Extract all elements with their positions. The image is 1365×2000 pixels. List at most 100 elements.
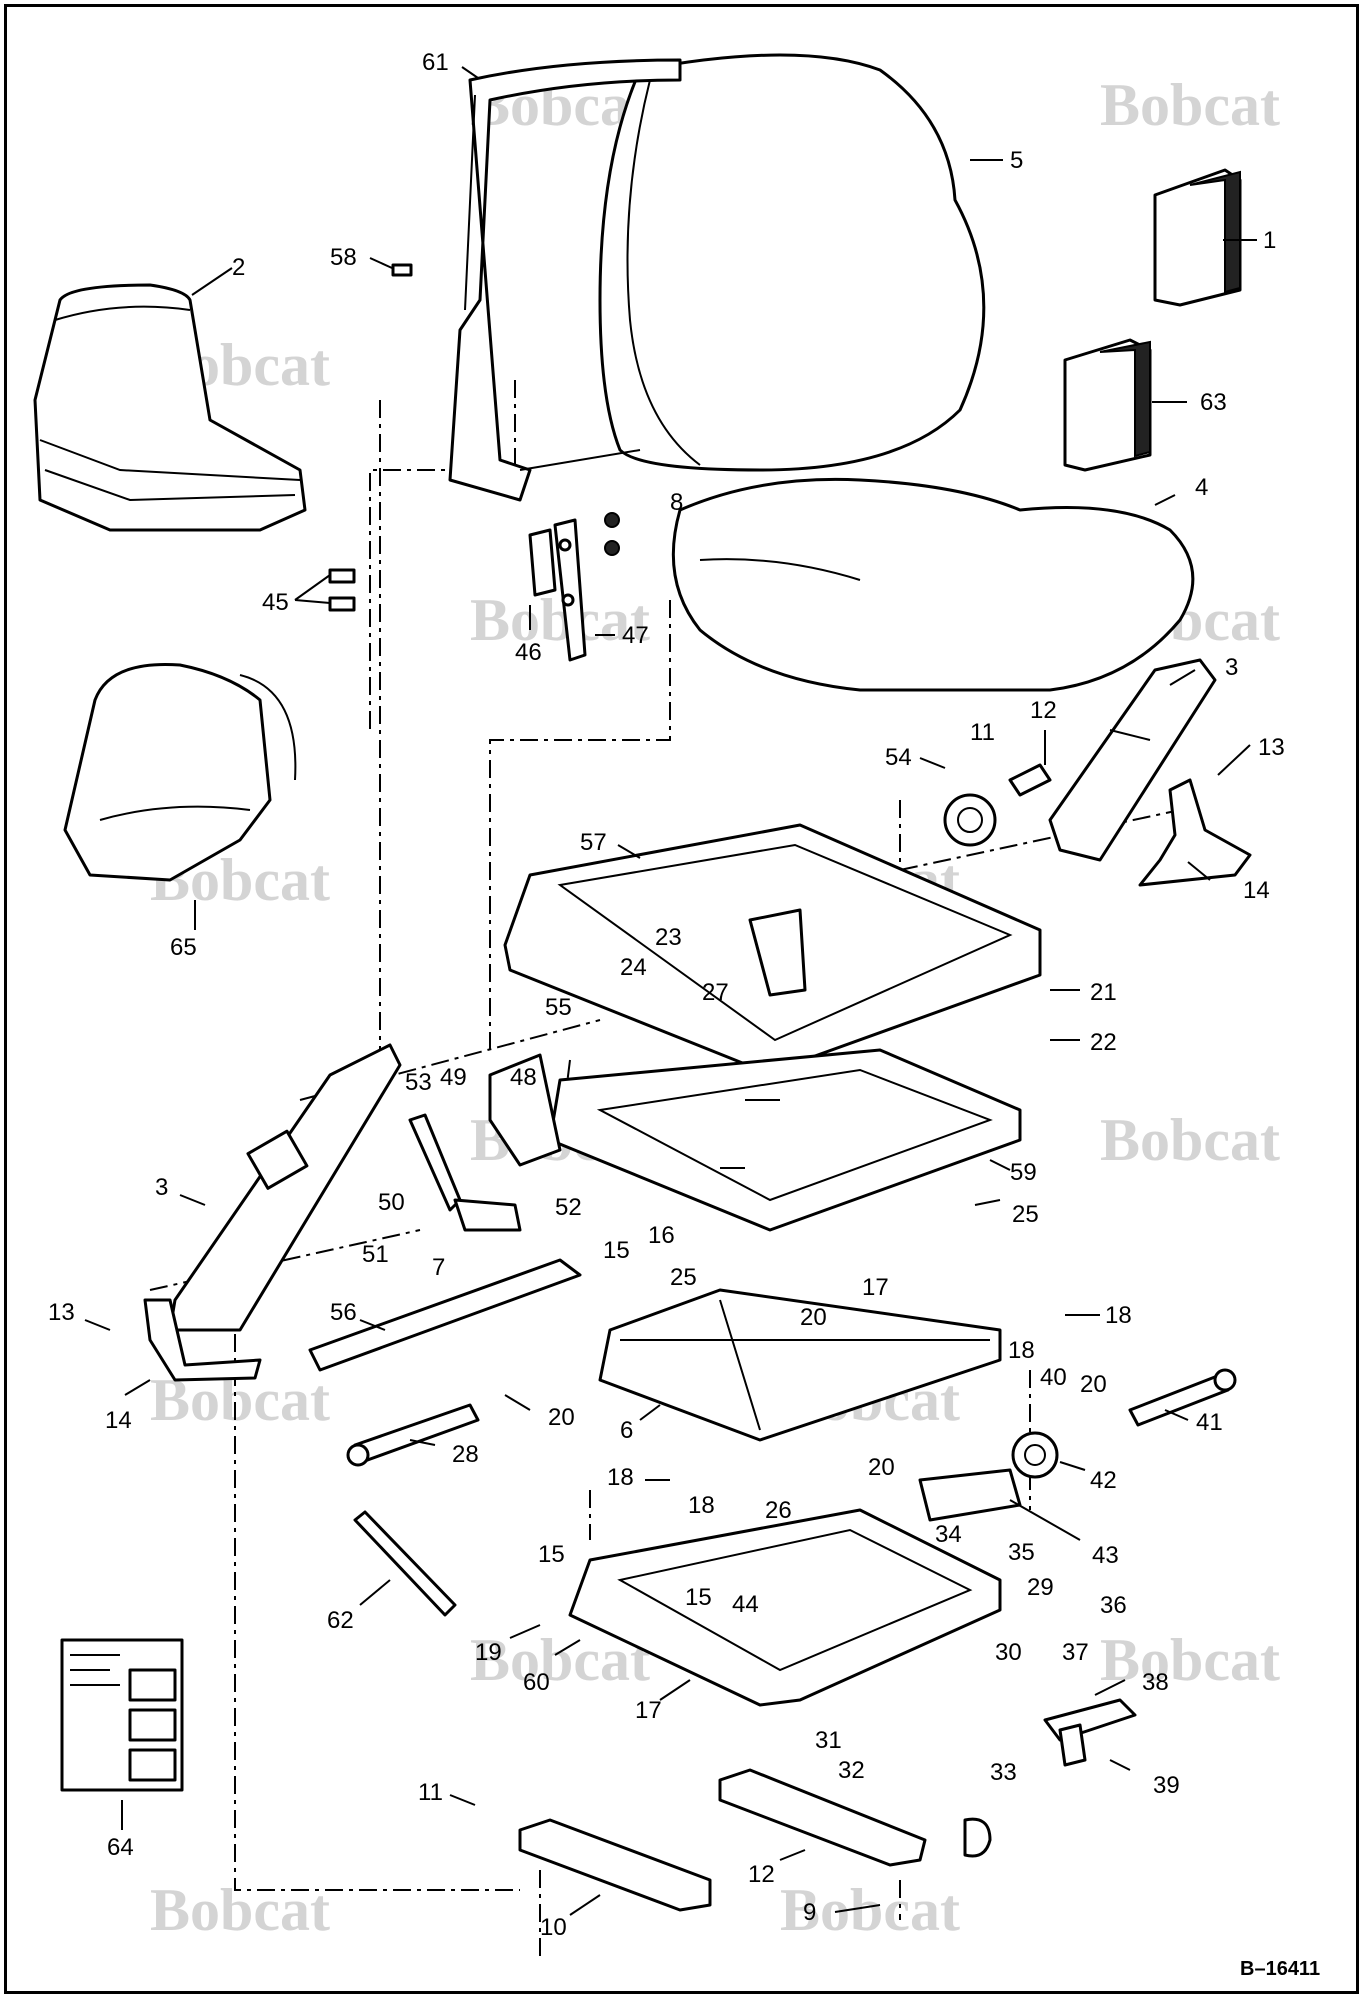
callout: 13 (1258, 734, 1285, 761)
callout: 34 (935, 1521, 962, 1548)
callout: 18 (1008, 1337, 1035, 1364)
callout: 31 (815, 1727, 842, 1754)
callout: 60 (523, 1669, 550, 1696)
callout: 28 (452, 1441, 479, 1468)
callout: 64 (107, 1834, 134, 1861)
callout: 2 (232, 254, 245, 281)
callout: 48 (510, 1064, 537, 1091)
callout: 33 (990, 1759, 1017, 1786)
callout: 65 (170, 934, 197, 961)
callout: 43 (1092, 1542, 1119, 1569)
base-frame-60 (568, 1508, 1002, 1707)
callout: 15 (685, 1584, 712, 1611)
watermark: Bobcat (1100, 1627, 1280, 1693)
callout: 5 (1010, 147, 1023, 174)
slide-rail-10 (518, 1818, 712, 1912)
callout: 38 (1142, 1669, 1169, 1696)
callout-labels: 61 5 1 58 2 63 4 8 45 46 47 3 54 11 12 1… (48, 49, 1285, 1941)
callout: 20 (1080, 1371, 1107, 1398)
slide-rail-12 (718, 1768, 992, 1867)
callout: 40 (1040, 1364, 1067, 1391)
callout: 50 (378, 1189, 405, 1216)
callout: 15 (603, 1237, 630, 1264)
callout: 37 (1062, 1639, 1089, 1666)
callout: 6 (620, 1417, 633, 1444)
callout: 41 (1196, 1409, 1223, 1436)
side-plate-48 (488, 1053, 562, 1167)
callout: 56 (330, 1299, 357, 1326)
watermark: Bobcat (1100, 72, 1280, 138)
callout: 58 (330, 244, 357, 271)
callout: 63 (1200, 389, 1227, 416)
drawing-reference-id: B–16411 (1240, 1958, 1320, 1980)
callout: 11 (418, 1779, 443, 1806)
callout: 54 (885, 744, 912, 771)
hardware-screws (328, 263, 620, 612)
callout: 15 (538, 1541, 565, 1568)
drawing-frame (4, 4, 1359, 1994)
carton-1 (1153, 168, 1242, 307)
pin-28 (346, 1403, 480, 1467)
callout: 30 (995, 1639, 1022, 1666)
watermark: Bobcat (780, 1877, 960, 1943)
callout: 62 (327, 1607, 354, 1634)
callout: 23 (655, 924, 682, 951)
callout: 45 (262, 589, 289, 616)
callout: 1 (1263, 227, 1276, 254)
bracket-47 (553, 518, 587, 662)
backrest-cushion-5 (598, 53, 986, 472)
callout: 24 (620, 954, 647, 981)
callout: 57 (580, 829, 607, 856)
callout: 18 (1105, 1302, 1132, 1329)
callout: 12 (1030, 697, 1057, 724)
callout: 52 (555, 1194, 582, 1221)
watermark: Bobcat (1100, 1107, 1280, 1173)
seat-cushion-4 (671, 477, 1195, 692)
callout: 14 (105, 1407, 132, 1434)
callout: 19 (475, 1639, 502, 1666)
callout: 25 (670, 1264, 697, 1291)
callout: 42 (1090, 1467, 1117, 1494)
anchor-14-right (1138, 778, 1252, 887)
pin-41 (1128, 1368, 1237, 1427)
callout: 22 (1090, 1029, 1117, 1056)
bracket-46 (528, 528, 557, 597)
seat-thumbnail-65 (63, 662, 297, 882)
callout: 51 (362, 1241, 389, 1268)
callout: 18 (688, 1492, 715, 1519)
callout: 18 (607, 1464, 634, 1491)
callout: 47 (622, 622, 649, 649)
anchor-14-left (143, 1298, 262, 1382)
callout: 21 (1090, 979, 1117, 1006)
decal-64 (60, 1638, 184, 1792)
callout: 7 (432, 1254, 445, 1281)
callout: 13 (48, 1299, 75, 1326)
callout: 14 (1243, 877, 1270, 904)
seat-thumbnail-2 (33, 283, 307, 532)
callout: 61 (422, 49, 449, 76)
seatbelt-3-right (1048, 658, 1217, 862)
rod-56 (308, 1258, 582, 1372)
spring-43 (918, 1468, 1022, 1522)
callout: 27 (702, 979, 729, 1006)
callout: 44 (732, 1591, 759, 1618)
backrest-frame-61 (448, 58, 682, 502)
callout: 55 (545, 994, 572, 1021)
lever-53 (408, 1113, 522, 1232)
callout: 10 (540, 1914, 567, 1941)
callout: 25 (1012, 1201, 1039, 1228)
callout: 4 (1195, 474, 1208, 501)
callout: 59 (1010, 1159, 1037, 1186)
lumbar-knob (943, 763, 1052, 847)
watermark: Bobcat (150, 1877, 330, 1943)
callout: 3 (155, 1174, 168, 1201)
gas-spring-62 (353, 1510, 457, 1617)
leader-lines (84, 66, 1257, 1916)
callout: 17 (862, 1274, 889, 1301)
callout: 36 (1100, 1592, 1127, 1619)
suspension-frame-59 (548, 1048, 1022, 1232)
callout: 39 (1153, 1772, 1180, 1799)
scissor-linkage-6 (598, 1288, 1002, 1442)
callout: 46 (515, 639, 542, 666)
